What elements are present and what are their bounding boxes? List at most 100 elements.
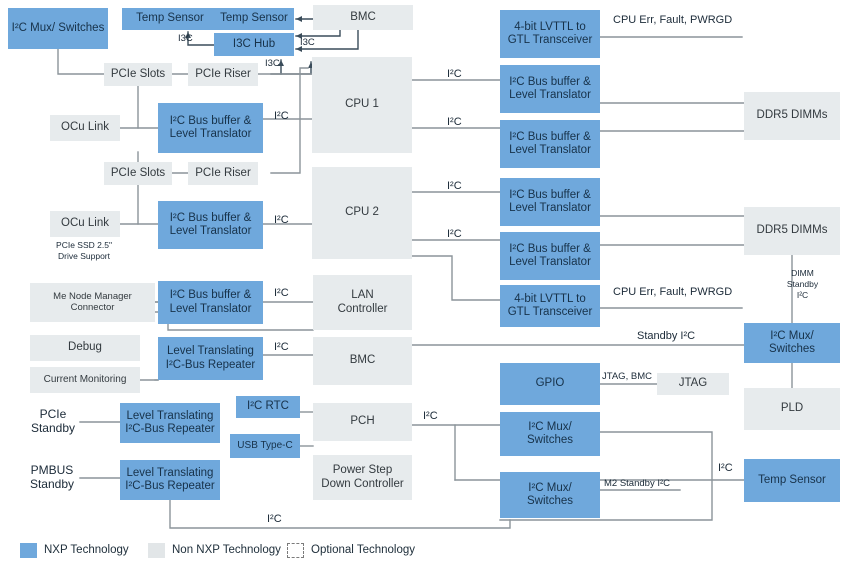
block-label: Level Translating I²C-Bus Repeater xyxy=(125,409,215,435)
block-label: PLD xyxy=(780,402,804,415)
block-label: I²C Bus buffer & Level Translator xyxy=(509,130,591,156)
block-label: I²C Bus buffer & Level Translator xyxy=(509,75,591,101)
block-label: I²C Bus buffer & Level Translator xyxy=(169,114,252,140)
block-cpu-1[interactable]: CPU 1 xyxy=(312,57,412,153)
block-pcie-riser-1[interactable]: PCIe Riser xyxy=(188,63,258,86)
label-i2c-pch: I²C xyxy=(423,410,438,422)
block-label: I²C Bus buffer & Level Translator xyxy=(169,289,252,315)
block-label: I3C Hub xyxy=(232,37,276,50)
block-i2c-mux-mid[interactable]: I²C Mux/ Switches xyxy=(500,412,600,456)
label-cpu-err-bottom: CPU Err, Fault, PWRGD xyxy=(613,286,733,298)
block-label: Power Step Down Controller xyxy=(321,464,404,490)
block-buffer-left-1[interactable]: I²C Bus buffer & Level Translator xyxy=(158,103,263,153)
block-lvttl-bottom[interactable]: 4-bit LVTTL to GTL Transceiver xyxy=(500,285,600,327)
block-me-node-manager-connector[interactable]: Me Node Manager Connector xyxy=(30,283,155,322)
block-buffer-right-4[interactable]: I²C Bus buffer & Level Translator xyxy=(500,232,600,280)
block-label: LAN Controller xyxy=(337,289,388,315)
label-text: PCIe Standby xyxy=(30,407,76,435)
block-label: GPIO xyxy=(535,377,565,390)
block-buffer-right-2[interactable]: I²C Bus buffer & Level Translator xyxy=(500,120,600,168)
block-buffer-right-3[interactable]: I²C Bus buffer & Level Translator xyxy=(500,178,600,226)
label-pcie-standby: PCIe Standby xyxy=(22,406,84,438)
block-ddr5-dimms-2[interactable]: DDR5 DIMMs xyxy=(744,207,840,255)
block-buffer-right-1[interactable]: I²C Bus buffer & Level Translator xyxy=(500,65,600,113)
block-label: BMC xyxy=(350,10,376,23)
block-bmc-top[interactable]: BMC xyxy=(313,5,413,30)
block-label: Level Translating I²C-Bus Repeater xyxy=(125,466,215,492)
block-label: PCH xyxy=(350,415,375,428)
block-ddr5-dimms-1[interactable]: DDR5 DIMMs xyxy=(744,92,840,140)
block-label: Debug xyxy=(68,341,102,354)
block-i2c-mux-top-left[interactable]: I²C Mux/ Switches xyxy=(8,8,108,49)
block-i2c-rtc[interactable]: I²C RTC xyxy=(236,396,300,418)
block-label: Me Node Manager Connector xyxy=(53,290,132,313)
block-i2c-mux-right[interactable]: I²C Mux/ Switches xyxy=(744,323,840,363)
block-ocu-link-2[interactable]: OCu Link xyxy=(50,211,120,237)
legend-swatch-non-nxp xyxy=(148,543,165,558)
label-i2c-temp-right: I²C xyxy=(718,462,733,474)
label-text: PMBUS Standby xyxy=(29,463,75,491)
label-i2c-cpu2-a: I²C xyxy=(447,180,462,192)
block-cpu-2[interactable]: CPU 2 xyxy=(312,167,412,259)
block-pcie-riser-2[interactable]: PCIe Riser xyxy=(188,162,258,185)
block-pch[interactable]: PCH xyxy=(313,403,412,441)
block-power-step-down-controller[interactable]: Power Step Down Controller xyxy=(313,455,412,500)
block-lan-controller[interactable]: LAN Controller xyxy=(313,275,412,330)
block-pcie-slots-1[interactable]: PCIe Slots xyxy=(104,63,172,86)
label-cpu-err-top: CPU Err, Fault, PWRGD xyxy=(613,14,733,26)
block-label: I²C Bus buffer & Level Translator xyxy=(509,242,591,268)
label-dimm-standby-i2c: DIMM Standby I²C xyxy=(786,268,819,301)
legend-swatch-nxp xyxy=(20,543,37,558)
block-buffer-left-3[interactable]: I²C Bus buffer & Level Translator xyxy=(158,281,263,324)
block-label: PCIe Riser xyxy=(195,166,251,179)
block-buffer-left-2[interactable]: I²C Bus buffer & Level Translator xyxy=(158,201,263,249)
legend: NXP Technology Non NXP Technology Option… xyxy=(0,535,850,565)
block-i3c-hub[interactable]: I3C Hub xyxy=(214,33,294,56)
label-i3c-c: I3C xyxy=(265,58,280,69)
label-i2c-cpu2-b: I²C xyxy=(447,228,462,240)
block-repeater-1[interactable]: Level Translating I²C-Bus Repeater xyxy=(158,337,263,380)
block-label: Temp Sensor xyxy=(136,12,204,25)
block-lvttl-top[interactable]: 4-bit LVTTL to GTL Transceiver xyxy=(500,10,600,58)
label-i3c-a: I3C xyxy=(178,33,193,44)
block-pld[interactable]: PLD xyxy=(744,388,840,430)
block-temp-sensor-right[interactable]: Temp Sensor xyxy=(744,459,840,502)
block-label: JTAG xyxy=(678,377,708,390)
block-repeater-2[interactable]: Level Translating I²C-Bus Repeater xyxy=(120,403,220,443)
label-pcie-ssd-drive-support: PCIe SSD 2.5" Drive Support xyxy=(56,240,112,261)
block-gpio[interactable]: GPIO xyxy=(500,363,600,405)
block-label: Temp Sensor xyxy=(758,473,826,486)
block-pcie-slots-2[interactable]: PCIe Slots xyxy=(104,162,172,185)
block-label: OCu Link xyxy=(61,217,109,230)
label-m2-standby-i2c: M2 Standby I²C xyxy=(604,478,670,489)
label-i3c-b: I3C xyxy=(300,37,315,48)
block-bmc-mid[interactable]: BMC xyxy=(313,337,412,385)
block-label: 4-bit LVTTL to GTL Transceiver xyxy=(507,292,593,318)
label-jtag-bmc: JTAG, BMC xyxy=(602,371,652,382)
block-label: BMC xyxy=(349,354,376,367)
block-repeater-3[interactable]: Level Translating I²C-Bus Repeater xyxy=(120,460,220,500)
label-i2c-buffer-left-3: I²C xyxy=(274,287,289,299)
block-label: Level Translating I²C-Bus Repeater xyxy=(165,345,256,371)
block-label: OCu Link xyxy=(61,121,109,134)
label-i2c-buffer-left-1: I²C xyxy=(274,110,289,122)
block-jtag[interactable]: JTAG xyxy=(657,373,729,395)
block-label: DDR5 DIMMs xyxy=(756,109,828,122)
legend-label-nxp: NXP Technology xyxy=(44,544,129,556)
label-i2c-bottom-bus: I²C xyxy=(267,513,282,525)
block-debug[interactable]: Debug xyxy=(30,335,140,361)
block-temp-sensor-2[interactable]: Temp Sensor xyxy=(214,8,294,30)
block-label: Temp Sensor xyxy=(220,12,288,25)
label-i2c-cpu1-a: I²C xyxy=(447,68,462,80)
block-usb-type-c[interactable]: USB Type-C xyxy=(230,434,300,458)
label-i2c-cpu1-b: I²C xyxy=(447,116,462,128)
block-label: PCIe Slots xyxy=(110,166,166,179)
block-temp-sensor-1[interactable]: Temp Sensor xyxy=(122,8,218,30)
legend-swatch-optional xyxy=(287,543,304,558)
block-ocu-link-1[interactable]: OCu Link xyxy=(50,115,120,141)
legend-label-non-nxp: Non NXP Technology xyxy=(172,544,281,556)
block-label: I²C Mux/ Switches xyxy=(11,21,105,34)
block-i2c-mux-low[interactable]: I²C Mux/ Switches xyxy=(500,472,600,518)
block-current-monitoring[interactable]: Current Monitoring xyxy=(30,367,140,393)
